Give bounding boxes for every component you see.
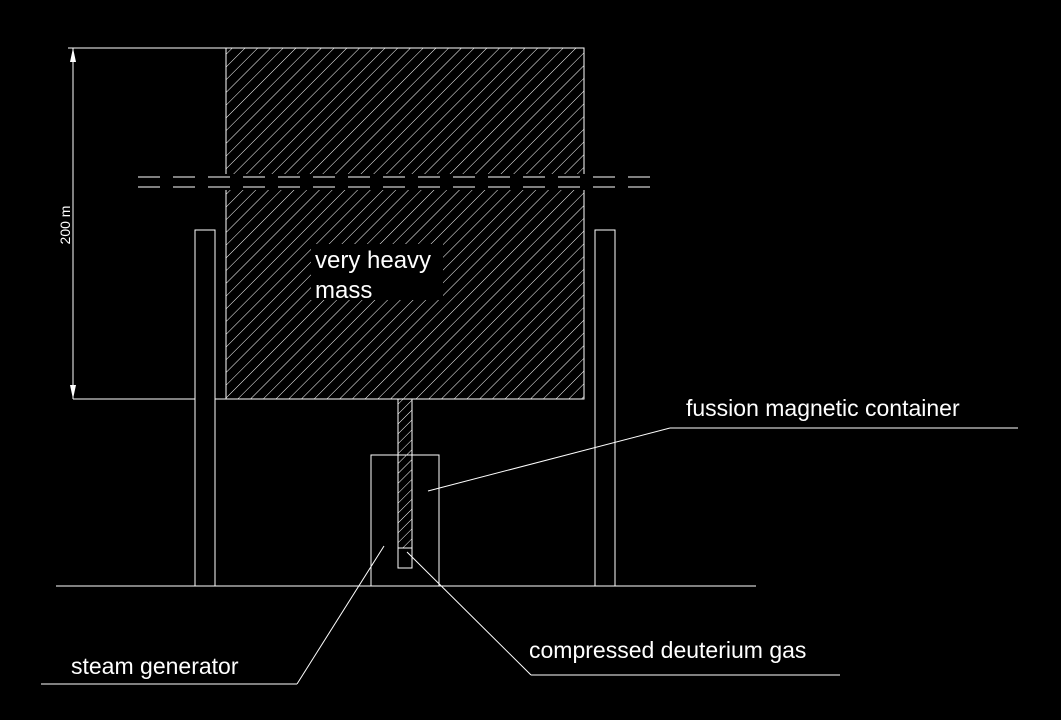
deuterium-gas-chamber [397,547,413,569]
callout-gas: compressed deuterium gas [406,551,840,676]
right-support-column [594,229,616,587]
mass-label-background [311,244,443,300]
callout-container: fussion magnetic container [427,395,1018,492]
container-leader [427,427,671,492]
container-label: fussion magnetic container [686,395,960,421]
centerline [130,174,670,190]
height-dimension: 200 m [57,47,227,399]
centerline-gap [130,174,670,190]
steam-label: steam generator [71,653,239,679]
left-support-column [194,229,216,587]
callout-steam: steam generator [41,545,385,685]
mass-label-line1: very heavy [315,247,431,274]
gas-label: compressed deuterium gas [529,637,806,663]
dimension-label: 200 m [57,206,73,245]
gas-leader [406,551,532,676]
mass-label-line2: mass [315,277,372,304]
dimension-arrow-bottom [70,385,76,399]
fusion-container-rod [397,398,413,549]
heavy-mass-block [225,47,585,400]
steam-leader [296,545,385,685]
heavy-mass: very heavy mass [73,47,585,400]
dimension-arrow-top [70,48,76,62]
